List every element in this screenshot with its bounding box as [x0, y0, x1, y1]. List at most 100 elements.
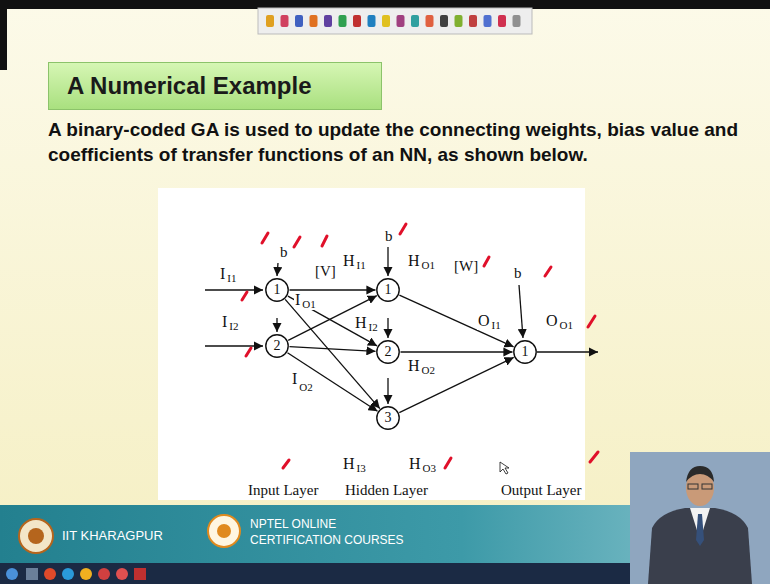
toolbar — [258, 8, 532, 34]
figure-panel — [158, 188, 585, 500]
signal-symbol: H — [407, 357, 421, 375]
neuron-number: 1 — [265, 278, 289, 302]
signal-subscript: O2 — [421, 364, 436, 376]
institute-name: IIT KHARAGPUR — [62, 529, 163, 543]
tool-icon — [295, 15, 303, 27]
signal-symbol: I — [291, 370, 298, 388]
tool-icon — [368, 15, 376, 27]
neuron-circle: 1 — [376, 278, 400, 302]
neuron-circle: 1 — [513, 340, 537, 364]
pen-ticks — [242, 224, 598, 468]
signal-symbol: I — [221, 313, 228, 331]
bias-arrow — [277, 263, 278, 276]
tool-icon — [339, 15, 347, 27]
neuron-ring — [377, 341, 399, 363]
signal-symbol: O — [545, 312, 559, 330]
iit-logo — [19, 519, 53, 553]
bias-arrow — [276, 318, 277, 332]
signal-symbol: H — [342, 455, 356, 473]
mouse-cursor — [500, 462, 509, 474]
weight-connection — [290, 289, 376, 290]
signal-symbol: H — [408, 455, 422, 473]
bias-label: b — [384, 228, 394, 245]
presenter-video — [630, 452, 770, 584]
signal-symbol: H — [354, 314, 368, 332]
signal-subscript: O1 — [421, 259, 436, 271]
weight-connection — [288, 296, 377, 346]
signal-subscript: I2 — [368, 321, 379, 333]
signal-symbol: O — [477, 312, 491, 330]
tool-icon — [513, 15, 521, 27]
signal-subscript: I3 — [356, 462, 367, 474]
neuron-circle: 1 — [265, 278, 289, 302]
tool-icon — [281, 15, 289, 27]
output-arrow — [537, 351, 598, 352]
input-arrow — [205, 345, 263, 346]
tool-icon — [324, 15, 332, 27]
weight-connection — [401, 351, 513, 352]
signal-symbol: I — [294, 291, 301, 309]
weight-connection — [287, 353, 377, 411]
tool-icon — [411, 15, 419, 27]
signal-subscript: I1 — [491, 319, 502, 331]
neuron-number: 1 — [513, 340, 537, 364]
nptel-logo — [208, 515, 240, 547]
course-banner: CERTIFICATION COURSES — [250, 534, 404, 547]
neuron-ring — [377, 407, 399, 429]
signal-subscript: I1 — [356, 259, 367, 271]
tool-icon — [498, 15, 506, 27]
tool-icon — [382, 15, 390, 27]
neuron-number: 2 — [376, 340, 400, 364]
weight-matrix-label: [W] — [453, 258, 479, 275]
neuron-number: 2 — [265, 334, 289, 358]
tool-icon — [266, 15, 274, 27]
weight-matrix-label: [V] — [314, 263, 337, 280]
bias-arrow — [519, 285, 523, 338]
signal-subscript: I2 — [228, 320, 239, 332]
slide-title: A Numerical Example — [49, 63, 312, 109]
layer-label: Hidden Layer — [344, 482, 429, 499]
signal-subscript: O3 — [422, 462, 437, 474]
neuron-number: 1 — [376, 278, 400, 302]
bias-arrow — [387, 378, 388, 404]
signal-arrows — [205, 247, 598, 404]
course-banner: NPTEL ONLINE — [250, 518, 336, 531]
weight-connection — [288, 296, 377, 341]
taskbar-icons — [6, 568, 146, 580]
tool-icon — [310, 15, 318, 27]
tool-icon — [440, 15, 448, 27]
bias-arrow — [387, 318, 388, 338]
signal-symbol: H — [342, 252, 356, 270]
signal-subscript: O1 — [559, 319, 574, 331]
iit-logo-core — [28, 528, 44, 544]
left-strip — [0, 0, 7, 70]
signal-subscript: O2 — [298, 381, 313, 393]
bias-label: b — [513, 265, 523, 282]
nptel-logo-core — [217, 524, 231, 538]
signal-subscript: I1 — [226, 272, 237, 284]
tool-icon — [469, 15, 477, 27]
neuron-number: 3 — [376, 406, 400, 430]
neuron-circle: 3 — [376, 406, 400, 430]
description-text: A binary-coded GA is used to update the … — [48, 118, 764, 167]
bias-label: b — [279, 244, 289, 261]
bias-arrow — [387, 247, 388, 276]
tool-icon — [455, 15, 463, 27]
tool-icon — [353, 15, 361, 27]
presenter-figure — [648, 466, 752, 584]
neuron-circle: 2 — [376, 340, 400, 364]
weight-connection — [399, 295, 513, 347]
weight-connection — [285, 299, 380, 408]
tool-icon — [426, 15, 434, 27]
weight-connection — [289, 347, 375, 352]
title-box: A Numerical Example — [48, 62, 382, 110]
tool-icon — [484, 15, 492, 27]
weight-connection — [399, 357, 513, 412]
layer-label: Input Layer — [247, 482, 319, 499]
signal-subscript: O1 — [301, 298, 316, 310]
neuron-ring — [514, 341, 536, 363]
neuron-circle: 2 — [265, 334, 289, 358]
input-arrow — [205, 289, 263, 290]
neuron-ring — [266, 279, 288, 301]
neuron-ring — [377, 279, 399, 301]
